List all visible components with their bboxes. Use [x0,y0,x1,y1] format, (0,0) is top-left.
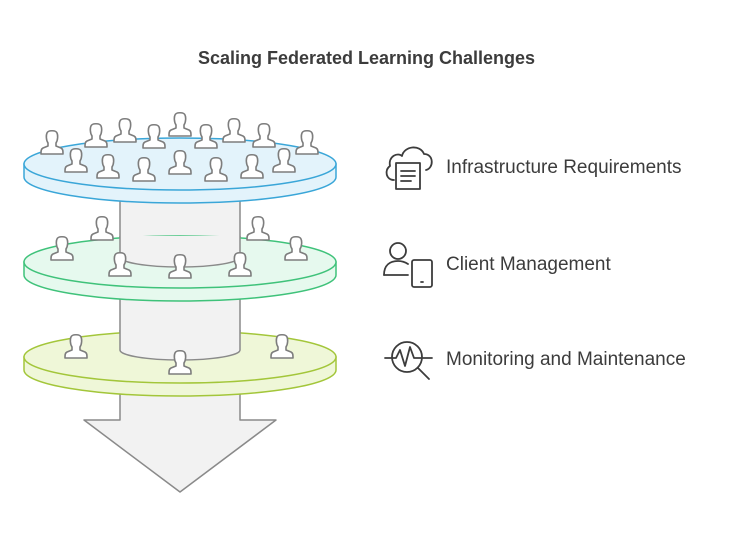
person-icon [295,129,319,155]
person-icon [90,215,114,241]
user-device-icon [383,242,433,288]
label-monitoring-maintenance: Monitoring and Maintenance [446,349,686,370]
person-icon [246,215,270,241]
cloud-document-icon [385,146,433,190]
person-icon [252,122,276,148]
person-icon [168,111,192,137]
layer-monitoring-disc [23,330,337,397]
person-icon [84,122,108,148]
label-infrastructure-requirements: Infrastructure Requirements [446,157,682,178]
person-icon [142,123,166,149]
person-icon [194,123,218,149]
label-client-management: Client Management [446,254,611,275]
monitoring-magnifier-icon [384,341,433,380]
person-icon [40,129,64,155]
person-icon [113,117,137,143]
person-icon [222,117,246,143]
diagram-title: Scaling Federated Learning Challenges [197,48,536,68]
